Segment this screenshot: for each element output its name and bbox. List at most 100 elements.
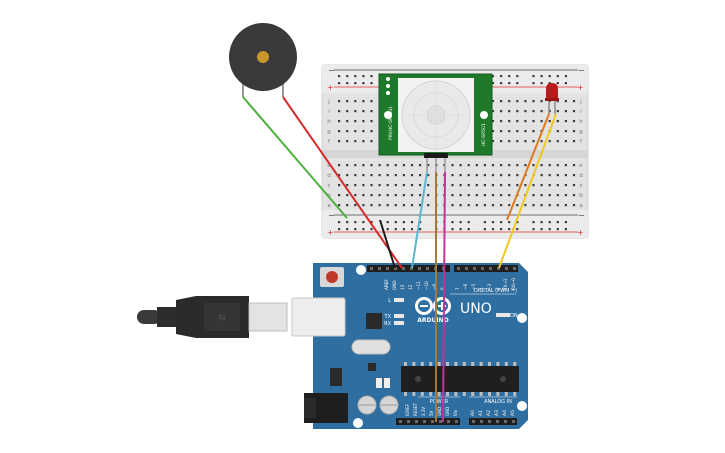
upper-terminal-hole[interactable] xyxy=(540,110,543,113)
lower-terminal-hole[interactable] xyxy=(532,184,535,187)
upper-terminal-hole[interactable] xyxy=(516,140,519,143)
upper-terminal-hole[interactable] xyxy=(532,120,535,123)
upper-terminal-hole[interactable] xyxy=(548,140,551,143)
bottom-rail-hole[interactable] xyxy=(394,221,397,224)
lower-terminal-hole[interactable] xyxy=(483,184,486,187)
lower-terminal-hole[interactable] xyxy=(427,204,430,207)
upper-terminal-hole[interactable] xyxy=(508,140,511,143)
lower-terminal-hole[interactable] xyxy=(370,164,373,167)
lower-terminal-hole[interactable] xyxy=(508,164,511,167)
bottom-rail-hole[interactable] xyxy=(508,228,511,231)
lower-terminal-hole[interactable] xyxy=(386,194,389,197)
upper-terminal-hole[interactable] xyxy=(354,100,357,103)
lower-terminal-hole[interactable] xyxy=(427,174,430,177)
lower-terminal-hole[interactable] xyxy=(572,174,576,177)
upper-terminal-hole[interactable] xyxy=(362,100,365,103)
lower-terminal-hole[interactable] xyxy=(362,194,365,197)
bottom-rail-hole[interactable] xyxy=(564,221,567,224)
bottom-rail-hole[interactable] xyxy=(410,221,414,224)
bottom-rail-hole[interactable] xyxy=(370,221,373,224)
upper-terminal-hole[interactable] xyxy=(354,130,357,133)
lower-terminal-hole[interactable] xyxy=(378,194,381,197)
bottom-rail-hole[interactable] xyxy=(540,228,543,231)
lower-terminal-hole[interactable] xyxy=(386,164,389,167)
lower-terminal-hole[interactable] xyxy=(556,164,559,167)
header-hole[interactable] xyxy=(488,420,491,423)
digital-header-holes[interactable] xyxy=(370,267,516,270)
upper-terminal-hole[interactable] xyxy=(370,110,373,113)
wire-magenta-pir[interactable] xyxy=(442,171,446,423)
header-hole[interactable] xyxy=(480,420,483,423)
lower-terminal-hole[interactable] xyxy=(508,184,511,187)
top-rail-hole[interactable] xyxy=(564,82,567,85)
upper-terminal-hole[interactable] xyxy=(491,100,495,103)
bottom-rail-hole[interactable] xyxy=(354,221,357,224)
bottom-rail-hole[interactable] xyxy=(556,228,559,231)
bottom-rail-hole[interactable] xyxy=(516,221,519,224)
lower-terminal-hole[interactable] xyxy=(572,184,576,187)
top-rail-hole[interactable] xyxy=(370,82,373,85)
lower-terminal-hole[interactable] xyxy=(386,184,389,187)
upper-terminal-hole[interactable] xyxy=(572,140,576,143)
upper-terminal-hole[interactable] xyxy=(540,120,543,123)
upper-terminal-hole[interactable] xyxy=(346,120,349,123)
lower-terminal-hole[interactable] xyxy=(459,174,462,177)
lower-terminal-hole[interactable] xyxy=(548,174,551,177)
wire-black-gnd[interactable] xyxy=(379,219,396,269)
upper-terminal-hole[interactable] xyxy=(338,140,341,143)
top-rail-hole[interactable] xyxy=(516,75,519,78)
lower-terminal-hole[interactable] xyxy=(427,164,430,167)
lower-terminal-hole[interactable] xyxy=(540,164,543,167)
lower-terminal-hole[interactable] xyxy=(564,174,567,177)
top-rail-hole[interactable] xyxy=(362,75,365,78)
top-rail-hole[interactable] xyxy=(370,75,373,78)
header-hole[interactable] xyxy=(481,267,484,270)
upper-terminal-hole[interactable] xyxy=(532,140,535,143)
lower-terminal-hole[interactable] xyxy=(346,164,349,167)
header-hole[interactable] xyxy=(512,420,515,423)
header-hole[interactable] xyxy=(370,267,373,270)
bottom-rail-hole[interactable] xyxy=(346,221,349,224)
lower-terminal-hole[interactable] xyxy=(402,164,405,167)
lower-terminal-hole[interactable] xyxy=(378,174,381,177)
lower-terminal-hole[interactable] xyxy=(532,194,535,197)
lower-terminal-hole[interactable] xyxy=(410,174,414,177)
top-rail-hole[interactable] xyxy=(516,82,519,85)
wire-green-buzzer-to-rail[interactable] xyxy=(242,96,348,219)
bottom-rail-hole[interactable] xyxy=(467,228,470,231)
bottom-rail-hole[interactable] xyxy=(410,228,414,231)
top-rail-hole[interactable] xyxy=(500,75,503,78)
bottom-rail-hole[interactable] xyxy=(346,228,349,231)
lower-terminal-hole[interactable] xyxy=(338,174,341,177)
upper-terminal-hole[interactable] xyxy=(524,110,527,113)
upper-terminal-hole[interactable] xyxy=(516,130,519,133)
header-hole[interactable] xyxy=(465,267,468,270)
header-hole[interactable] xyxy=(473,267,476,270)
bottom-rail-hole[interactable] xyxy=(491,221,495,224)
lower-terminal-hole[interactable] xyxy=(402,194,405,197)
upper-terminal-hole[interactable] xyxy=(564,100,567,103)
lower-terminal-hole[interactable] xyxy=(338,204,341,207)
lower-terminal-hole[interactable] xyxy=(564,164,567,167)
lower-terminal-hole[interactable] xyxy=(362,184,365,187)
bottom-rail-hole[interactable] xyxy=(532,221,535,224)
upper-terminal-hole[interactable] xyxy=(556,140,559,143)
upper-terminal-hole[interactable] xyxy=(548,120,551,123)
lower-terminal-hole[interactable] xyxy=(475,174,478,177)
wire-red-buzzer-to-pin[interactable] xyxy=(282,96,403,269)
upper-terminal-hole[interactable] xyxy=(338,110,341,113)
bottom-rail-hole[interactable] xyxy=(532,228,535,231)
bottom-rail-hole[interactable] xyxy=(338,228,341,231)
upper-terminal-hole[interactable] xyxy=(524,120,527,123)
lower-terminal-hole[interactable] xyxy=(402,174,405,177)
upper-terminal-hole[interactable] xyxy=(362,140,365,143)
upper-terminal-hole[interactable] xyxy=(354,120,357,123)
lower-terminal-hole[interactable] xyxy=(540,184,543,187)
lower-terminal-hole[interactable] xyxy=(354,164,357,167)
lower-terminal-hole[interactable] xyxy=(524,204,527,207)
lower-terminal-hole[interactable] xyxy=(370,184,373,187)
upper-terminal-hole[interactable] xyxy=(354,110,357,113)
lower-terminal-hole[interactable] xyxy=(459,194,462,197)
top-rail-hole[interactable] xyxy=(338,82,341,85)
lower-terminal-hole[interactable] xyxy=(548,194,551,197)
